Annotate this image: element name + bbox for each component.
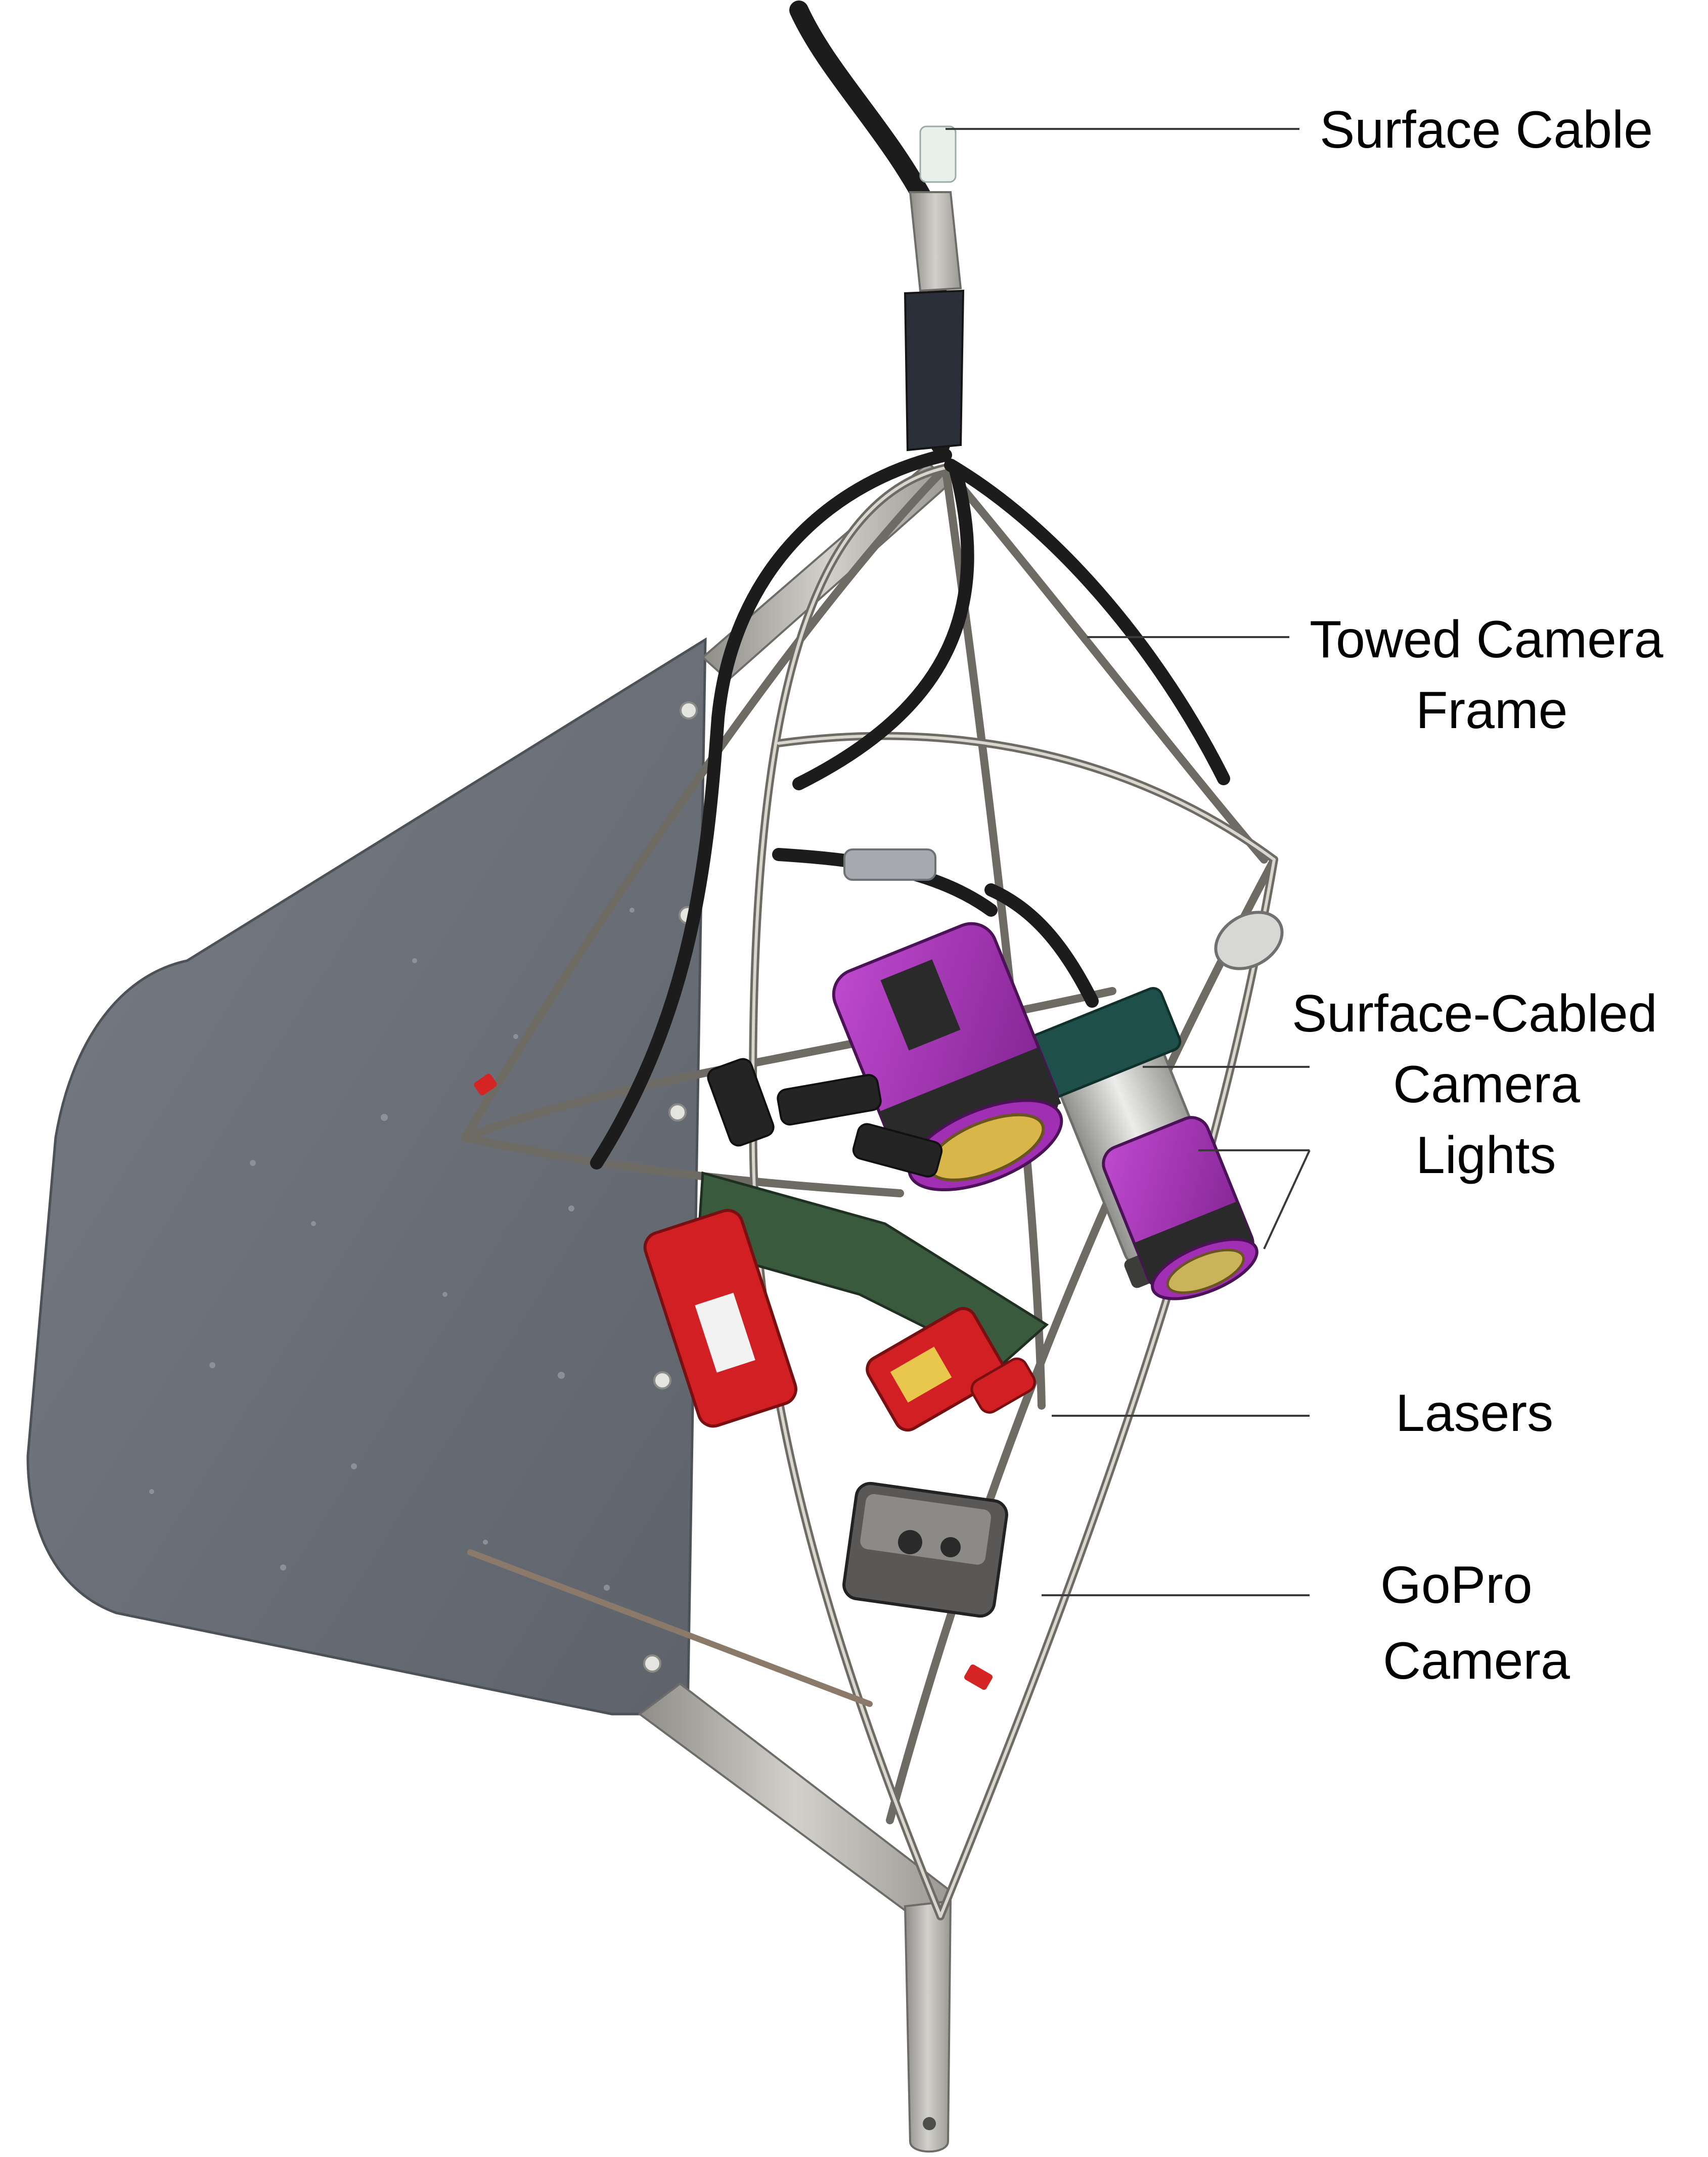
lower-strut: [638, 1682, 952, 1939]
light-left-body: [832, 922, 1063, 1192]
tape-wrap: [904, 289, 965, 452]
red-clips: [474, 1073, 993, 1690]
camera-front-port: [1214, 911, 1284, 970]
label-lasers: Lasers: [1396, 1384, 1553, 1443]
light-cable-connector: [843, 848, 936, 881]
stabilizer-fin: [26, 637, 707, 1716]
bottom-tow-hole: [923, 2117, 936, 2130]
cable-clamp: [919, 125, 957, 183]
light-right-body: [1102, 1116, 1258, 1300]
label-gopro-line2: Camera: [1383, 1632, 1570, 1690]
laser-right: [866, 1307, 1036, 1432]
leader-lights-b: [1263, 1150, 1311, 1249]
leader-lines: [946, 128, 1311, 1596]
fin-water-droplets: [149, 908, 635, 1591]
label-towed-frame-line1: Towed Camera: [1310, 610, 1664, 669]
frame-cables: [590, 448, 1230, 1170]
label-lights: Lights: [1416, 1126, 1556, 1185]
frame-wire-highlights: [751, 466, 1276, 1918]
label-surface-cabled-line1: Surface-Cabled: [1292, 984, 1657, 1043]
gopro-camera-body: [842, 1481, 1008, 1618]
laser-left: [643, 1208, 797, 1428]
label-surface-cable: Surface Cable: [1320, 101, 1653, 159]
label-surface-cabled-line2: Camera: [1393, 1055, 1580, 1114]
tail-rod: [467, 1549, 873, 1707]
bottom-tow-bar: [904, 1900, 952, 2153]
label-towed-frame-line2: Frame: [1416, 681, 1567, 740]
tow-bridle: [909, 191, 962, 292]
mount-arms: [707, 1058, 943, 1178]
label-gopro-line1: GoPro: [1380, 1556, 1533, 1614]
